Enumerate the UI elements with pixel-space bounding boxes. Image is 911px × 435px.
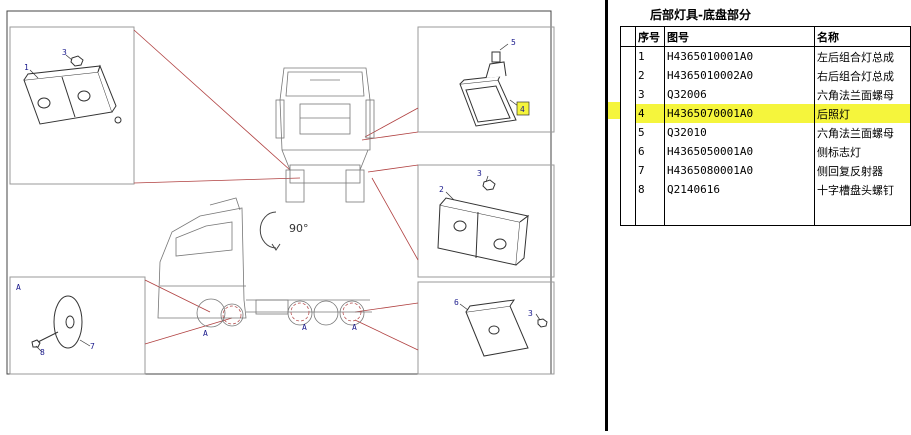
detail-frame-left-lamp xyxy=(9,26,135,185)
row-select-cell xyxy=(620,104,636,123)
row-code-cell: Q2140616 xyxy=(664,180,815,199)
row-select-cell xyxy=(620,123,636,142)
truck-rear-view xyxy=(275,67,375,203)
detail-a-label: A xyxy=(16,283,21,292)
row-name-cell: 左后组合灯总成 xyxy=(814,46,911,66)
row-select-cell xyxy=(620,142,636,161)
row-name-cell: 侧标志灯 xyxy=(814,142,911,161)
view-a-label-1: A xyxy=(203,329,208,338)
row-no-cell: 2 xyxy=(635,66,665,85)
row-no-cell: 3 xyxy=(635,85,665,104)
table-filler-row xyxy=(620,199,911,226)
reflector-drawing xyxy=(31,295,83,349)
row-code-cell: Q32010 xyxy=(664,123,815,142)
callout-3-marker: 3 xyxy=(528,309,533,318)
row-no-cell: 7 xyxy=(635,161,665,180)
callout-4-highlight xyxy=(516,101,530,116)
row-name-cell: 侧回复反射器 xyxy=(814,161,911,180)
rotation-indicator: 90° xyxy=(259,211,309,251)
select-column-header xyxy=(620,26,636,47)
column-header-no: 序号 xyxy=(635,26,665,47)
filler-cell xyxy=(664,199,815,226)
left-rear-lamp-drawing xyxy=(23,55,122,125)
detail-frame-reflector xyxy=(9,276,146,375)
detail-frame-reverse-lamp xyxy=(417,26,555,133)
row-no-cell: 5 xyxy=(635,123,665,142)
row-name-cell: 右后组合灯总成 xyxy=(814,66,911,85)
side-marker-lamp-drawing xyxy=(465,299,548,357)
drawing-border xyxy=(6,10,552,375)
panel-title: 后部灯具-底盘部分 xyxy=(650,8,751,22)
right-rear-lamp-drawing xyxy=(437,179,530,266)
row-select-cell xyxy=(620,180,636,199)
selected-row-marker xyxy=(608,102,620,119)
view-a-label-2: A xyxy=(302,323,307,332)
filler-cell xyxy=(620,199,636,226)
row-select-cell xyxy=(620,161,636,180)
view-a-label-3: A xyxy=(352,323,357,332)
row-name-cell: 六角法兰面螺母 xyxy=(814,123,911,142)
callout-8: 8 xyxy=(40,348,45,357)
filler-cell xyxy=(814,199,911,226)
row-code-cell: Q32006 xyxy=(664,85,815,104)
row-no-cell: 4 xyxy=(635,104,665,123)
row-select-cell xyxy=(620,66,636,85)
callout-7: 7 xyxy=(90,342,95,351)
column-header-name: 名称 xyxy=(814,26,911,47)
row-code-cell: H4365050001A0 xyxy=(664,142,815,161)
row-name-cell: 后照灯 xyxy=(814,104,911,123)
leader-lines xyxy=(133,29,419,351)
callout-3-right: 3 xyxy=(477,169,482,178)
row-code-cell: H4365010001A0 xyxy=(664,46,815,66)
column-header-code: 图号 xyxy=(664,26,815,47)
table-header-row: 序号 图号 名称 xyxy=(620,26,911,47)
reverse-lamp-drawing xyxy=(459,51,517,127)
detail-frame-side-marker xyxy=(417,281,555,375)
row-no-cell: 6 xyxy=(635,142,665,161)
row-code-cell: H4365080001A0 xyxy=(664,161,815,180)
rotation-label: 90° xyxy=(289,222,309,235)
filler-cell xyxy=(635,199,665,226)
row-select-cell xyxy=(620,46,636,66)
callout-6: 6 xyxy=(454,298,459,307)
callout-4: 4 xyxy=(520,105,525,114)
callout-3-left: 3 xyxy=(62,48,67,57)
panel-divider xyxy=(605,0,608,431)
row-code-cell: H4365070001A0 xyxy=(664,104,815,123)
row-code-cell: H4365010002A0 xyxy=(664,66,815,85)
callout-2: 2 xyxy=(439,185,444,194)
row-name-cell: 六角法兰面螺母 xyxy=(814,85,911,104)
detail-frame-right-lamp xyxy=(417,164,555,278)
callout-5: 5 xyxy=(511,38,516,47)
row-no-cell: 8 xyxy=(635,180,665,199)
callout-1: 1 xyxy=(24,63,29,72)
row-name-cell: 十字槽盘头螺钉 xyxy=(814,180,911,199)
row-no-cell: 1 xyxy=(635,46,665,66)
row-select-cell xyxy=(620,85,636,104)
view-a-markers xyxy=(222,302,362,325)
exploded-view-diagram: 90° xyxy=(6,10,555,375)
